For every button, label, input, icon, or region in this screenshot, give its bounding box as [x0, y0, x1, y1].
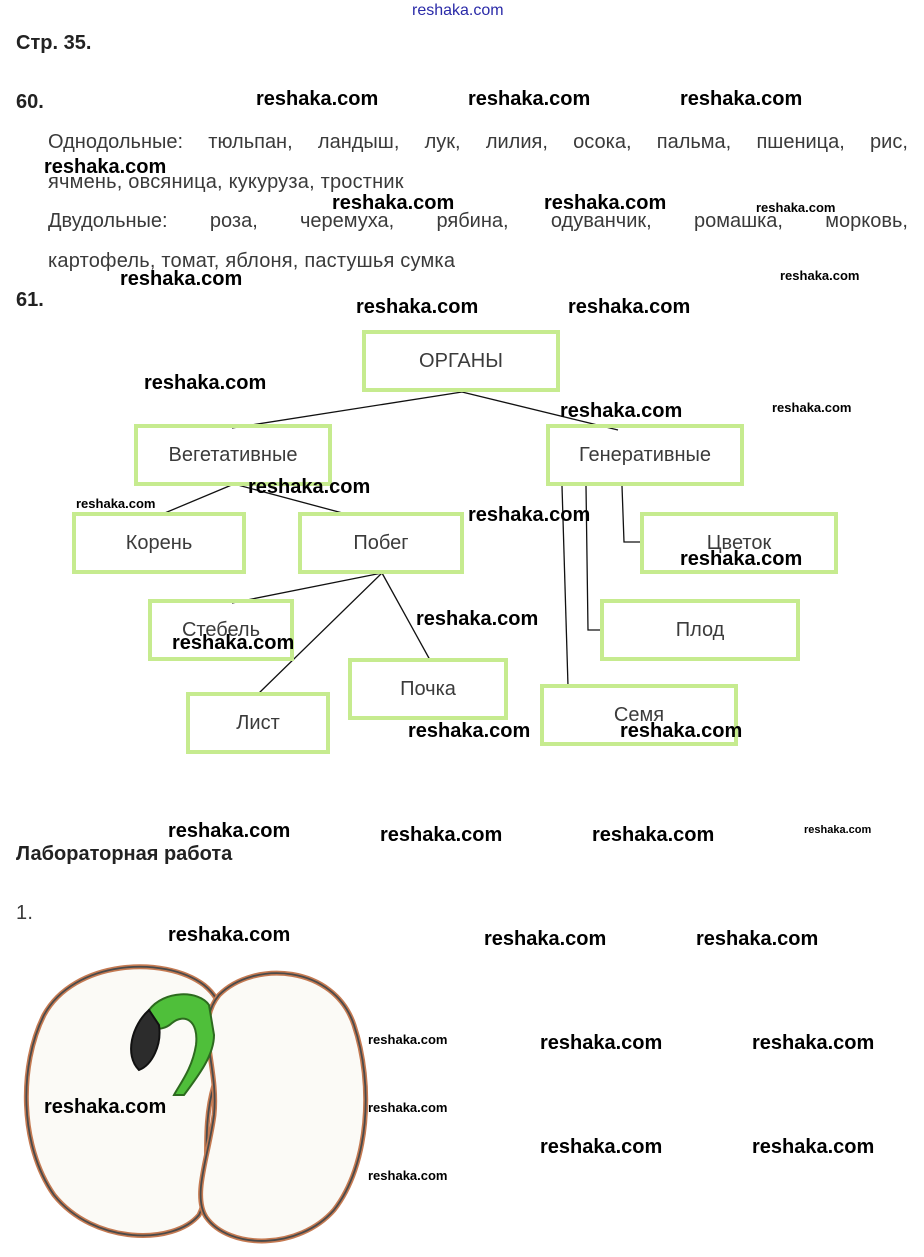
watermark-text: reshaka.com [368, 1100, 448, 1115]
dicots-continuation: картофель, томат, яблоня, пастушья сумка [48, 250, 456, 272]
monocots-continuation: ячмень, овсяница, кукуруза, тростник [48, 171, 404, 193]
bud-box: Почка [348, 658, 508, 720]
stem-box: Стебель [148, 599, 294, 661]
vegetative-box: Вегетативные [134, 424, 332, 486]
watermark-text: reshaka.com [568, 296, 691, 318]
bean-seed-drawing [23, 964, 369, 1244]
monocot-word: лук, [424, 131, 461, 153]
connector-generative-flower [621, 485, 642, 543]
watermark-text: reshaka.com [680, 88, 803, 110]
watermark-text: reshaka.com [408, 720, 531, 742]
watermark-text: reshaka.com [468, 504, 591, 526]
task-60-number: 60. [16, 91, 44, 113]
monocot-word: тюльпан, [208, 131, 293, 153]
shoot-box: Побег [298, 512, 464, 574]
task-61-number: 61. [16, 289, 44, 311]
sprout-leaf [145, 993, 216, 1096]
flower-box: Цветок [640, 512, 838, 574]
monocot-word: осока, [573, 131, 632, 153]
watermark-text: reshaka.com [44, 1096, 167, 1118]
page-reference: Стр. 35. [16, 32, 92, 54]
watermark-text: reshaka.com [592, 824, 715, 846]
organs-box: ОРГАНЫ [362, 330, 560, 392]
dicots-label: Двудольные: [48, 210, 168, 232]
dicot-word: ромашка, [693, 210, 783, 232]
watermark-text: reshaka.com [772, 400, 852, 415]
connector-shoot-stem [231, 572, 383, 604]
dicot-word: одуванчик, [550, 210, 652, 232]
fruit-box: Плод [600, 599, 800, 661]
watermark-text: reshaka.com [780, 268, 860, 283]
connector-vegetative-root [159, 483, 235, 516]
lab-item-number: 1. [16, 902, 34, 924]
monocot-word: пшеница, [756, 131, 845, 153]
dicot-word: рябина, [436, 210, 509, 232]
watermark-text: reshaka.com [752, 1136, 875, 1158]
watermark-text: reshaka.com [680, 548, 803, 570]
watermark-text: reshaka.com [468, 88, 591, 110]
dicot-word: морковь, [825, 210, 908, 232]
watermark-text: reshaka.com [76, 496, 156, 511]
monocot-word: ландыш, [317, 131, 400, 153]
watermark-text: reshaka.com [620, 720, 743, 742]
watermark-text: reshaka.com [696, 928, 819, 950]
connector-organs-generative [461, 391, 619, 431]
watermark-text: reshaka.com [368, 1168, 448, 1183]
monocots-label: Однодольные: [48, 131, 184, 153]
watermark-text: reshaka.com [540, 1032, 663, 1054]
root-box: Корень [72, 512, 246, 574]
watermark-text: reshaka.com [168, 924, 291, 946]
dicot-word: роза, [209, 210, 258, 232]
seed-box: Семя [540, 684, 738, 746]
watermark-text: reshaka.com [756, 200, 836, 215]
watermark-text: reshaka.com [144, 372, 267, 394]
watermark-text: reshaka.com [560, 400, 683, 422]
monocot-word: рис, [870, 131, 908, 153]
connector-shoot-leaf [257, 572, 383, 695]
dicot-word: черемуха, [300, 210, 395, 232]
connector-generative-seed [561, 485, 569, 687]
generative-box: Генеративные [546, 424, 744, 486]
watermark-text: reshaka.com [540, 1136, 663, 1158]
watermark-text: reshaka.com [752, 1032, 875, 1054]
watermark-text: reshaka.com [256, 88, 379, 110]
watermark-text: reshaka.com [380, 824, 503, 846]
monocot-word: пальма, [656, 131, 732, 153]
watermark-text: reshaka.com [484, 928, 607, 950]
connector-generative-fruit [585, 485, 602, 631]
watermark-text: reshaka.com [168, 820, 291, 842]
monocots-line: Однодольные: тюльпан, ландыш, лук, лилия… [48, 131, 908, 154]
leaf-box: Лист [186, 692, 330, 754]
watermark-text: reshaka.com [120, 268, 243, 290]
watermark-text: reshaka.com [332, 192, 455, 214]
sprout-root-tip [130, 1008, 161, 1072]
watermark-text: reshaka.com [248, 476, 371, 498]
connector-vegetative-shoot [233, 483, 351, 516]
watermark-text: reshaka.com [544, 192, 667, 214]
dicots-line: Двудольные: роза, черемуха, рябина, одув… [48, 210, 908, 233]
watermark-text: reshaka.com [44, 156, 167, 178]
monocot-word: лилия, [485, 131, 548, 153]
connector-shoot-bud [381, 572, 431, 661]
watermark-text: reshaka.com [172, 632, 295, 654]
watermark-text: reshaka.com [416, 608, 539, 630]
watermark-text: reshaka.com [368, 1032, 448, 1047]
site-title[interactable]: reshaka.com [412, 2, 504, 19]
lab-work-title: Лабораторная работа [16, 843, 233, 865]
watermark-text: reshaka.com [804, 824, 872, 836]
watermark-text: reshaka.com [356, 296, 479, 318]
connector-organs-vegetative [231, 391, 463, 429]
